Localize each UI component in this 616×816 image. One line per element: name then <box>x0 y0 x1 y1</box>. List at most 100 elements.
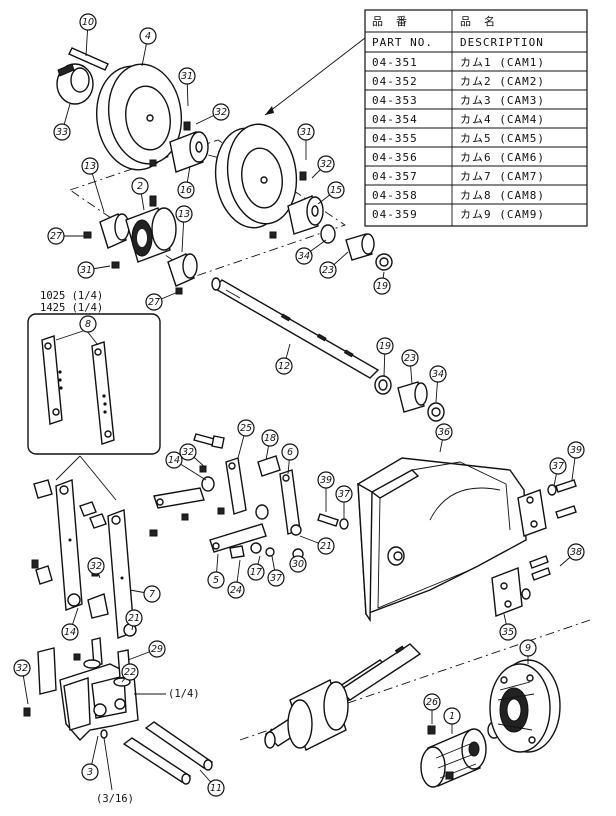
washer-34-top <box>320 224 336 244</box>
part-balloon-23: 23 <box>319 261 337 279</box>
part-balloon-37: 37 <box>549 457 567 475</box>
part-balloon-17: 17 <box>247 563 265 581</box>
balloon-label: 19 <box>376 281 388 292</box>
pulley-1 <box>420 721 501 788</box>
balloon-label: 37 <box>270 573 282 584</box>
part-balloon-39: 39 <box>317 471 335 489</box>
part-balloon-4: 4 <box>139 27 157 45</box>
part-balloon-12: 12 <box>275 357 293 375</box>
flange-9 <box>489 659 561 753</box>
part-balloon-13: 13 <box>81 157 99 175</box>
table-header-part-jp: 品 番 <box>372 15 408 28</box>
screw-27-right <box>175 287 183 295</box>
table-cell-part-no: 04-356 <box>372 151 418 164</box>
gear-2 <box>125 195 177 263</box>
balloon-label: 22 <box>124 667 136 678</box>
part-balloon-19: 19 <box>373 277 391 295</box>
balloon-label: 16 <box>180 185 192 196</box>
balloon-label: 39 <box>570 445 582 456</box>
balloon-label: 35 <box>502 627 514 638</box>
balloon-label: 9 <box>525 643 531 654</box>
bracket-3 <box>23 637 139 742</box>
part-balloon-37: 37 <box>267 569 285 587</box>
table-cell-description: カム9 (CAM9) <box>460 208 545 221</box>
part-balloon-39: 39 <box>567 441 585 459</box>
pin-10 <box>68 47 109 71</box>
balloon-label: 32 <box>16 663 28 674</box>
cam-4 <box>95 63 183 171</box>
part-balloon-26: 26 <box>423 693 441 711</box>
table-cell-description: カム6 (CAM6) <box>460 151 545 164</box>
balloon-label: 24 <box>230 585 242 596</box>
part-balloon-32: 32 <box>87 557 105 575</box>
part-balloon-14: 14 <box>165 451 183 469</box>
part-balloon-6: 6 <box>281 443 299 461</box>
linkage-middle <box>153 433 349 560</box>
screw-27-left <box>83 231 92 239</box>
balloon-label: 14 <box>64 627 76 638</box>
table-leader-line <box>264 37 366 116</box>
balloon-label: 29 <box>151 644 163 655</box>
part-balloon-14: 14 <box>61 623 79 641</box>
part-balloon-10: 10 <box>79 13 97 31</box>
table-header-desc-jp: 品 名 <box>460 14 496 28</box>
balloon-label: 31 <box>80 265 92 276</box>
part-balloon-5: 5 <box>207 571 225 589</box>
part-balloon-15: 15 <box>327 181 345 199</box>
balloon-label: 5 <box>213 575 219 586</box>
part-balloon-31: 31 <box>297 123 315 141</box>
balloon-label: 2 <box>137 181 143 192</box>
balloon-label: 15 <box>330 185 342 196</box>
part-balloon-38: 38 <box>567 543 585 561</box>
part-balloon-21: 21 <box>125 609 143 627</box>
table-cell-part-no: 04-359 <box>372 208 418 221</box>
balloon-label: 21 <box>128 613 140 624</box>
table-cell-part-no: 04-357 <box>372 170 418 183</box>
size-callout-3-16: (3/16) <box>96 793 134 805</box>
part-balloon-8: 8 <box>79 315 97 333</box>
part-balloon-7: 7 <box>143 585 161 603</box>
part-balloon-29: 29 <box>148 640 166 658</box>
part-balloon-35: 35 <box>499 623 517 641</box>
table-cell-description: カム5 (CAM5) <box>460 132 545 145</box>
part-balloon-13: 13 <box>175 205 193 223</box>
table-cell-part-no: 04-351 <box>372 56 418 69</box>
balloon-label: 32 <box>320 159 332 170</box>
inset-label-1425: 1425 (1/4) <box>40 302 103 314</box>
cam-second <box>214 123 298 229</box>
part-balloon-18: 18 <box>261 429 279 447</box>
balloon-label: 32 <box>90 561 102 572</box>
part-balloon-23: 23 <box>401 349 419 367</box>
balloon-label: 30 <box>292 559 304 570</box>
screw-31 <box>111 261 120 269</box>
part-balloon-9: 9 <box>519 639 537 657</box>
part-balloon-31: 31 <box>178 67 196 85</box>
table-cell-part-no: 04-354 <box>372 113 418 126</box>
balloon-label: 10 <box>82 17 94 28</box>
table-cell-description: カム7 (CAM7) <box>460 170 545 183</box>
balloon-label: 17 <box>250 567 262 578</box>
table-cell-description: カム3 (CAM3) <box>460 94 545 107</box>
balloon-label: 26 <box>426 697 438 708</box>
part-balloon-21: 21 <box>317 537 335 555</box>
balloon-label: 37 <box>338 489 350 500</box>
part-balloon-25: 25 <box>237 419 255 437</box>
pin-11 <box>122 721 214 785</box>
table-cell-description: カム1 (CAM1) <box>460 56 545 69</box>
balloon-label: 34 <box>298 251 310 262</box>
balloon-label: 37 <box>552 461 564 472</box>
balloon-label: 27 <box>148 297 160 308</box>
balloon-label: 18 <box>264 433 276 444</box>
part-balloon-32: 32 <box>317 155 335 173</box>
part-balloon-31: 31 <box>77 261 95 279</box>
balloon-label: 13 <box>178 209 190 220</box>
part-balloon-34: 34 <box>295 247 313 265</box>
table-cell-part-no: 04-353 <box>372 94 418 107</box>
part-balloon-27: 27 <box>145 293 163 311</box>
part-balloon-16: 16 <box>177 181 195 199</box>
balloon-label: 32 <box>182 447 194 458</box>
size-callout-1-4: (1/4) <box>168 688 200 700</box>
balloon-label: 23 <box>322 265 334 276</box>
